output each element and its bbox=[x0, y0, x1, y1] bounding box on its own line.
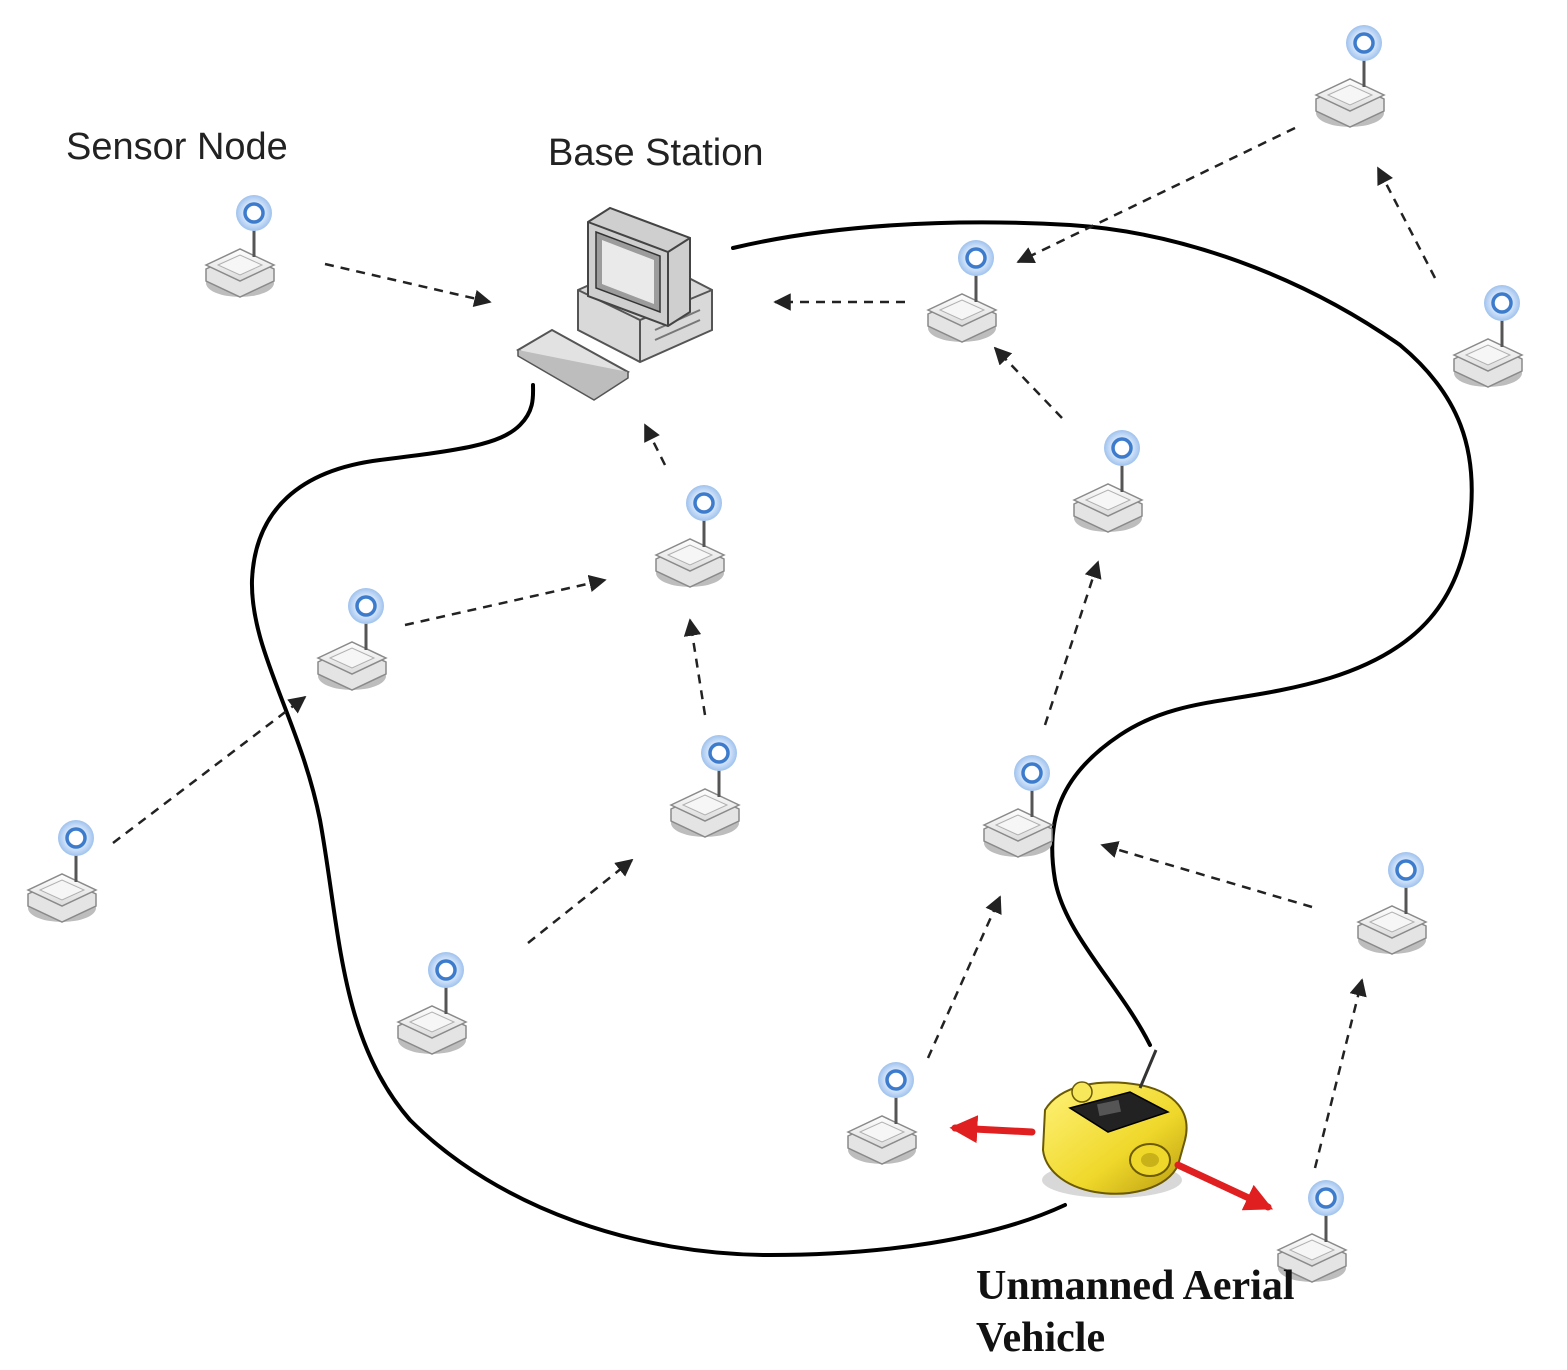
computer-icon bbox=[516, 206, 713, 401]
link-mid-to-node bbox=[993, 346, 1063, 419]
data-links bbox=[112, 126, 1437, 1169]
sensor-node-icon bbox=[654, 483, 726, 589]
link-center-to-base bbox=[643, 423, 667, 466]
sensor-node-icon bbox=[204, 193, 276, 299]
sensor-node-icon bbox=[926, 238, 998, 344]
uav-arrow-right bbox=[1174, 1161, 1274, 1211]
link-east-to-rightmid bbox=[1100, 841, 1313, 909]
uav-arrow-left bbox=[949, 1115, 1036, 1144]
link-uavleft-to-rightmid bbox=[926, 895, 1002, 1059]
sensor-node-icon bbox=[1314, 23, 1386, 129]
link-rightmid-to-mid bbox=[1043, 560, 1102, 726]
link-left-to-center bbox=[404, 574, 607, 627]
link-lower-to-center bbox=[683, 618, 707, 716]
link-bottomleft-to-lower bbox=[527, 858, 634, 944]
link-farleft-to-left bbox=[112, 695, 307, 844]
sensor-node-icon bbox=[1356, 850, 1428, 956]
sensor-node-icon bbox=[1452, 283, 1524, 389]
link-uavright-to-east bbox=[1313, 978, 1367, 1169]
link-right-to-topright bbox=[1376, 166, 1437, 279]
sensor-node-icon bbox=[26, 818, 98, 924]
sensor-node-label: Sensor Node bbox=[66, 126, 288, 168]
uav-transmission-arrows bbox=[949, 1115, 1274, 1211]
sensor-node-icon bbox=[1072, 428, 1144, 534]
base-station-label: Base Station bbox=[548, 132, 764, 174]
link-sensor-to-base bbox=[324, 262, 492, 307]
uav-robot-icon bbox=[1041, 1049, 1188, 1198]
uav-label-line1: Unmanned Aerial bbox=[976, 1263, 1295, 1309]
uav-label-line2: Vehicle bbox=[976, 1315, 1106, 1361]
link-topright-to-node bbox=[1016, 126, 1296, 264]
sensor-node-icon bbox=[846, 1060, 918, 1166]
sensor-node-icon bbox=[396, 950, 468, 1056]
sensor-node-icon bbox=[316, 586, 388, 692]
uav-flight-path bbox=[249, 220, 1474, 1258]
sensor-node-icon bbox=[982, 753, 1054, 859]
sensor-node-icon bbox=[669, 733, 741, 839]
